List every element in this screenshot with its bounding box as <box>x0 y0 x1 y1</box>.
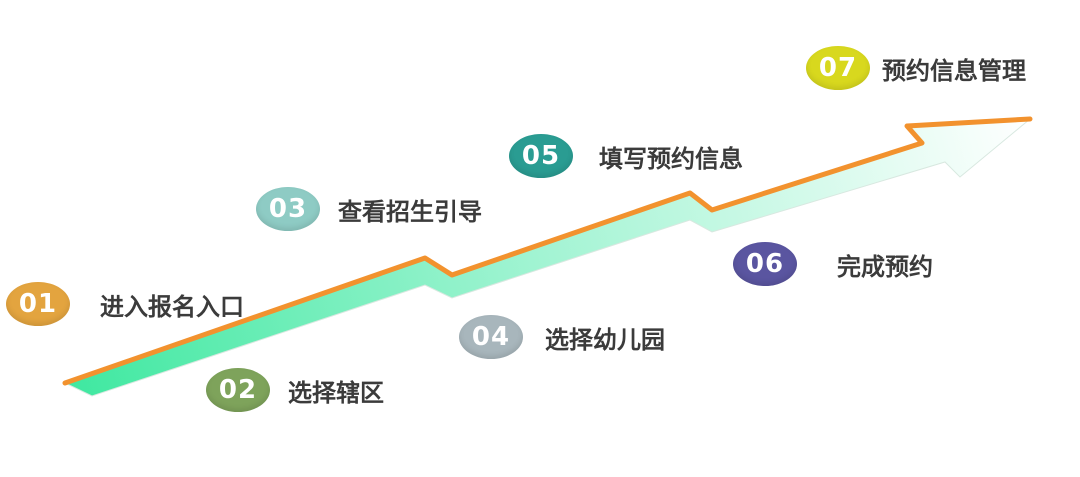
step-02: 02 选择辖区 <box>206 368 384 412</box>
step-03: 03 查看招生引导 <box>256 187 482 231</box>
step-number-badge: 03 <box>256 187 320 231</box>
step-number-badge: 04 <box>459 315 523 359</box>
step-label: 预约信息管理 <box>882 56 1026 85</box>
step-label: 选择辖区 <box>288 378 384 407</box>
step-label: 填写预约信息 <box>599 144 743 173</box>
step-number-badge: 02 <box>206 368 270 412</box>
step-05: 05 填写预约信息 <box>509 134 743 178</box>
step-label: 进入报名入口 <box>100 292 244 321</box>
step-01: 01 进入报名入口 <box>6 282 244 326</box>
step-label: 选择幼儿园 <box>545 325 665 354</box>
step-04: 04 选择幼儿园 <box>459 315 665 359</box>
step-number-badge: 06 <box>733 242 797 286</box>
arrow-top-edge <box>62 116 1033 386</box>
step-label: 查看招生引导 <box>338 197 482 226</box>
step-number-badge: 05 <box>509 134 573 178</box>
step-06: 06 完成预约 <box>733 242 933 286</box>
step-07: 07 预约信息管理 <box>806 46 1026 90</box>
step-number-badge: 01 <box>6 282 70 326</box>
step-label: 完成预约 <box>837 252 933 281</box>
step-number-badge: 07 <box>806 46 870 90</box>
